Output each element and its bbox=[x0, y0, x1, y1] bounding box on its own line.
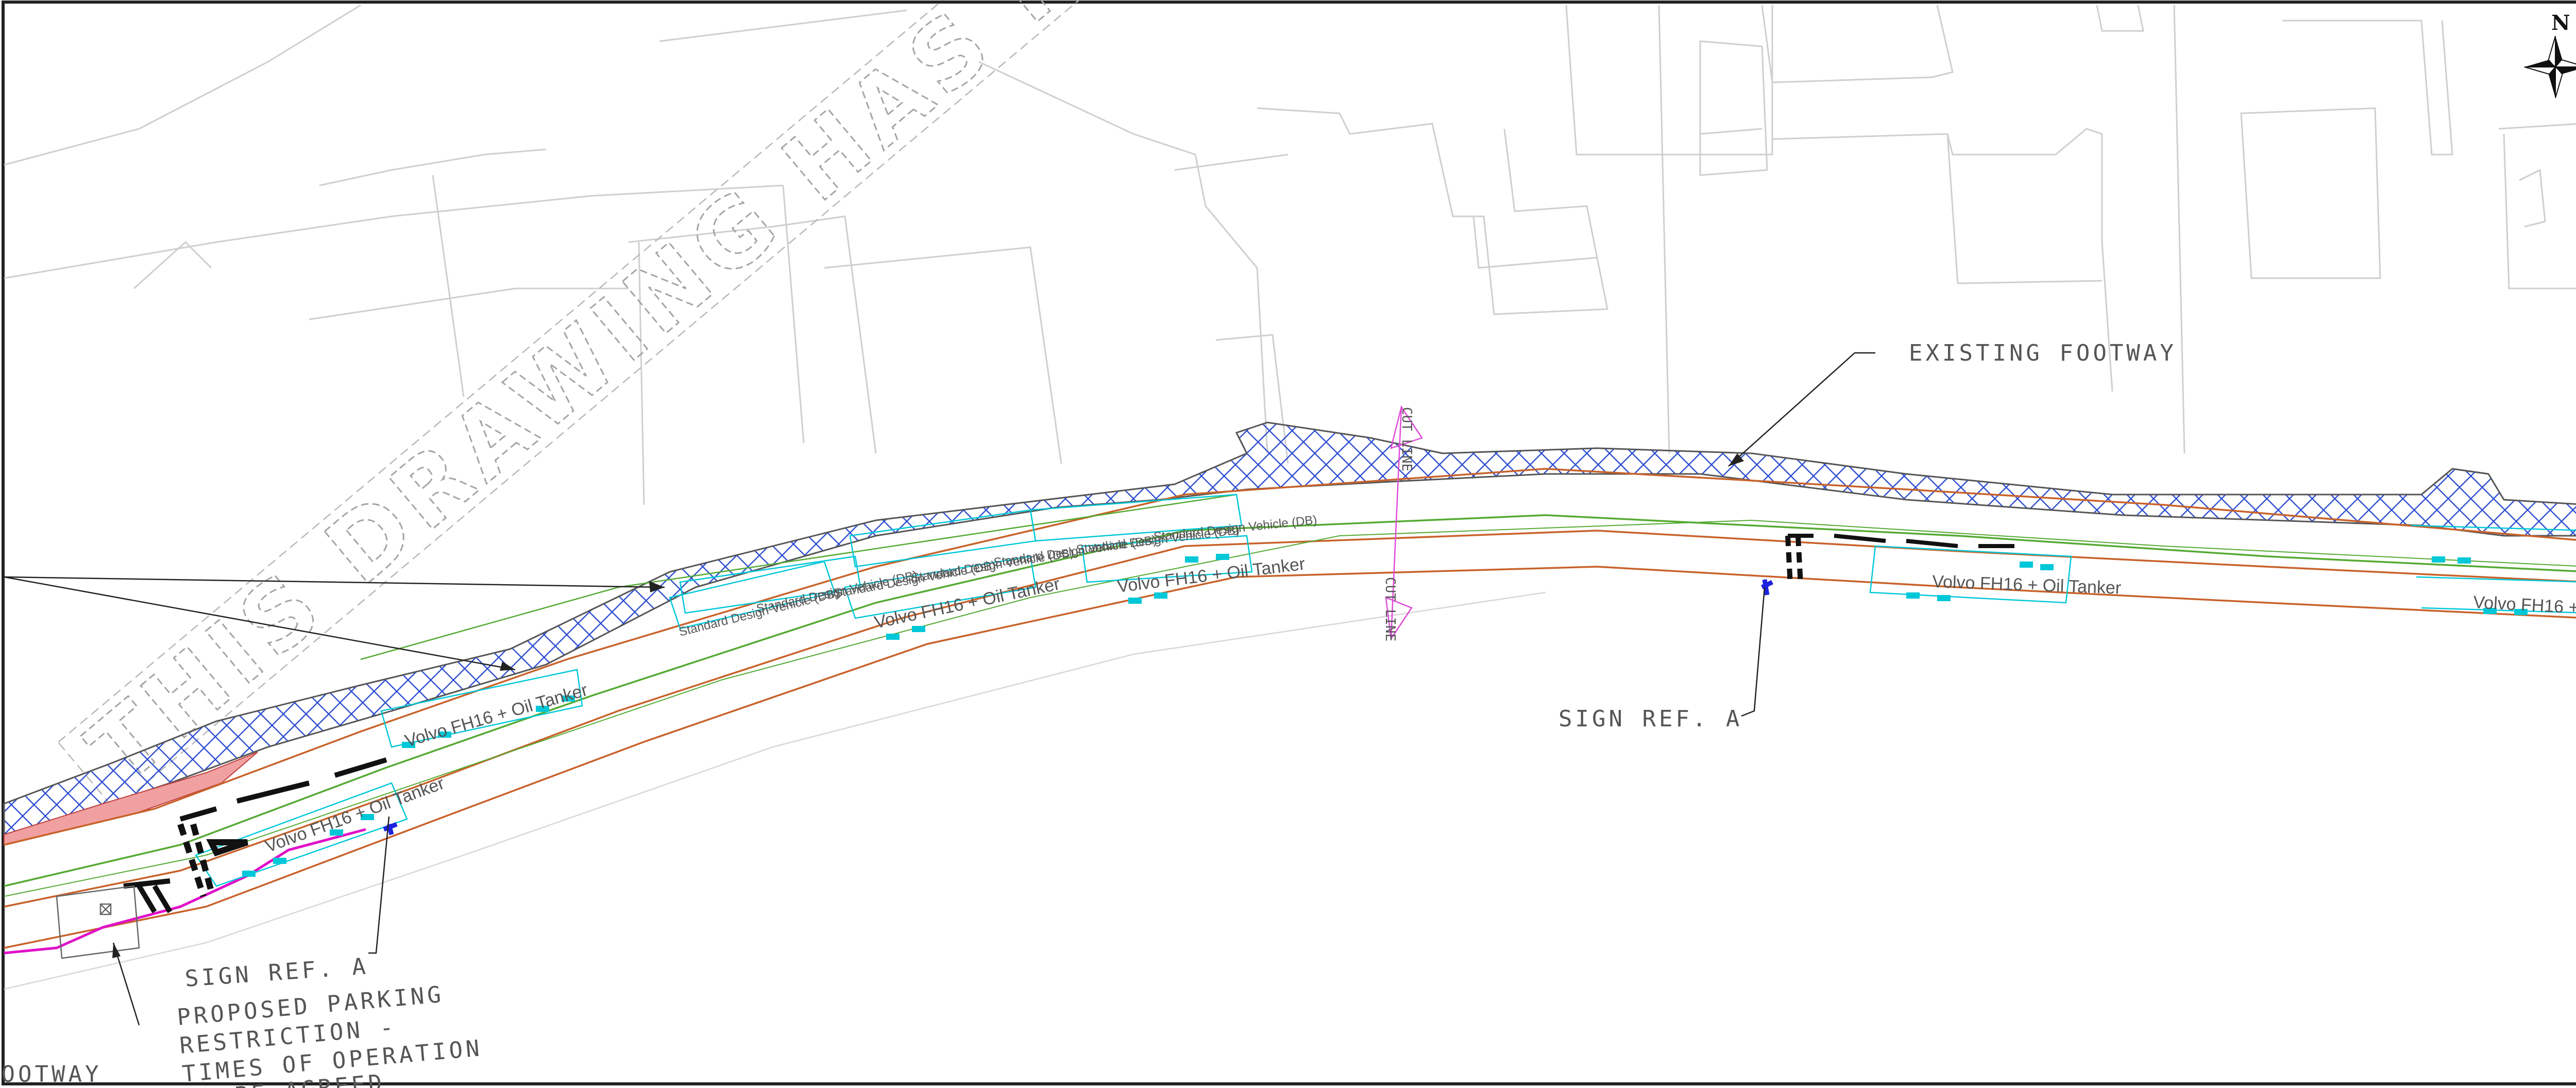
cut-line-label-top: CUT LINE bbox=[1399, 407, 1414, 471]
street-furniture-box bbox=[56, 885, 140, 959]
building-outlines bbox=[4, 4, 2576, 505]
cut-line-label-bottom: CUT LINE bbox=[1382, 577, 1398, 641]
sign-symbols bbox=[383, 579, 1774, 836]
kerb-lines bbox=[4, 468, 2576, 990]
north-label: N bbox=[2551, 11, 2570, 35]
north-arrow-icon: N bbox=[2524, 11, 2576, 98]
annotations: EXISTING FOOTWAY SIGN REF. A SIGN REF. A… bbox=[0, 340, 2177, 1088]
label-footway-left: FOOTWAY bbox=[0, 1061, 101, 1087]
vehicle-label-design-7: Standard Design Vehicle (DB) bbox=[1153, 513, 1318, 544]
watermark-text: THIS DRAWING HAS NOT BEEN bbox=[69, 0, 1493, 805]
site-boundary-line bbox=[4, 828, 366, 955]
swept-path-tracking bbox=[195, 494, 2576, 887]
label-existing-footway: EXISTING FOOTWAY bbox=[1909, 340, 2177, 366]
watermark: THIS DRAWING HAS NOT BEEN bbox=[57, 0, 1494, 810]
road-markings bbox=[123, 534, 2014, 913]
label-sign-ref-a-left: SIGN REF. A bbox=[184, 953, 369, 992]
vehicle-label-tanker-5: Volvo FH16 + Oil Tanker bbox=[1932, 572, 2122, 598]
leader-lines bbox=[4, 352, 1875, 1026]
vehicle-label-tanker-4: Volvo FH16 + Oil Tanker bbox=[1116, 554, 1306, 597]
cut-line: CUT LINE CUT LINE bbox=[1382, 405, 1423, 641]
label-sign-ref-a-right: SIGN REF. A bbox=[1558, 706, 1742, 732]
tracking-wheel-marks bbox=[242, 554, 2528, 877]
leader-arrowheads bbox=[112, 453, 1744, 958]
